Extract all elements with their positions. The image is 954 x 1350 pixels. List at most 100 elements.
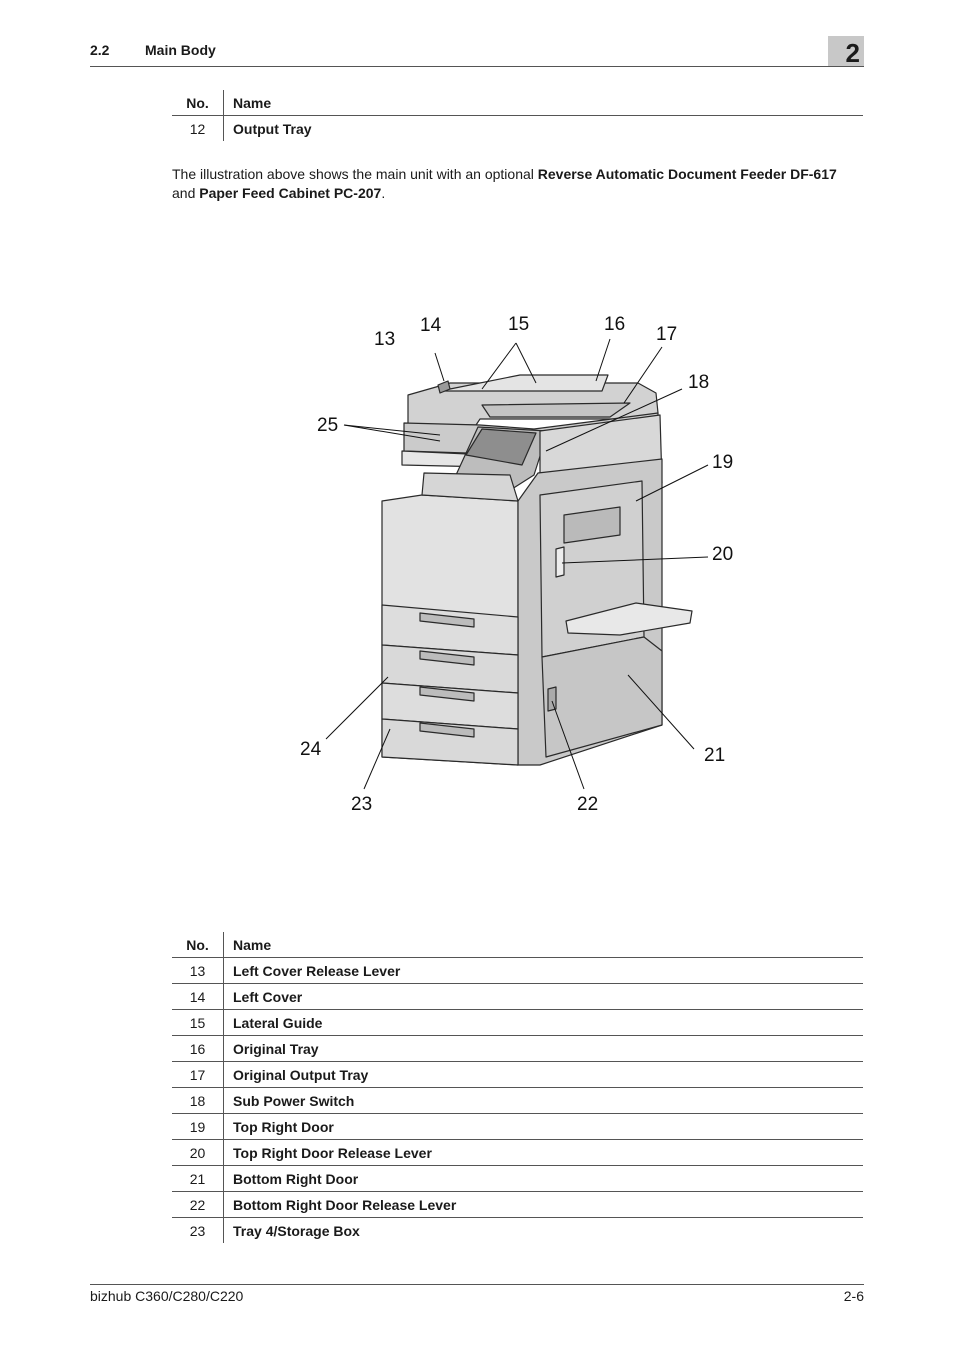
part-name: Left Cover Release Lever bbox=[223, 957, 863, 984]
part-name: Original Output Tray bbox=[223, 1061, 863, 1088]
part-name: Output Tray bbox=[233, 120, 312, 137]
leader-line bbox=[595, 338, 611, 382]
left-cover-release-lever bbox=[437, 380, 451, 394]
part-name: Lateral Guide bbox=[223, 1009, 863, 1036]
parts-table-1: No. Name 12 Output Tray bbox=[172, 90, 863, 141]
part-number: 22 bbox=[172, 1191, 224, 1218]
callout-23: 23 bbox=[351, 794, 372, 815]
chapter-badge: 2 bbox=[828, 36, 864, 68]
section-number: 2.2 bbox=[90, 42, 110, 58]
callout-22: 22 bbox=[577, 794, 598, 815]
leader-line bbox=[481, 342, 517, 390]
callout-16: 16 bbox=[604, 314, 625, 335]
leader-line bbox=[635, 464, 709, 502]
part-number: 14 bbox=[172, 983, 224, 1010]
callout-24: 24 bbox=[300, 739, 322, 760]
leader-line bbox=[363, 728, 391, 790]
part-number: 21 bbox=[172, 1165, 224, 1192]
leader-line bbox=[623, 346, 663, 404]
tray-4-storage-box bbox=[381, 718, 519, 766]
part-name: Original Tray bbox=[223, 1035, 863, 1062]
top-right-door-release-lever bbox=[555, 546, 565, 578]
original-output-tray bbox=[481, 402, 631, 418]
part-name: Top Right Door Release Lever bbox=[223, 1139, 863, 1166]
description-text: . bbox=[381, 185, 386, 201]
callout-18: 18 bbox=[688, 372, 709, 393]
original-tray bbox=[439, 374, 609, 392]
bottom-right-door bbox=[541, 636, 663, 758]
page-number: 2-6 bbox=[843, 1288, 864, 1304]
drawer-handle bbox=[419, 722, 475, 738]
leader-line bbox=[545, 388, 683, 452]
table-row: 12 Output Tray bbox=[172, 115, 863, 141]
page-header: 2.2 Main Body bbox=[90, 40, 864, 67]
part-number: 17 bbox=[172, 1061, 224, 1088]
part-number: 16 bbox=[172, 1035, 224, 1062]
leader-line bbox=[343, 424, 441, 436]
column-header-no: No. bbox=[172, 932, 224, 958]
product-model: bizhub C360/C280/C220 bbox=[90, 1288, 244, 1304]
leader-line bbox=[325, 676, 389, 740]
leader-line bbox=[434, 352, 445, 382]
part-number: 15 bbox=[172, 1009, 224, 1036]
leader-line bbox=[561, 556, 709, 564]
door-vent bbox=[563, 506, 621, 544]
part-name: Tray 4/Storage Box bbox=[233, 1222, 360, 1239]
part-name: Bottom Right Door Release Lever bbox=[223, 1191, 863, 1218]
part-number: 19 bbox=[172, 1113, 224, 1140]
callout-14: 14 bbox=[420, 315, 442, 336]
part-name: Bottom Right Door bbox=[223, 1165, 863, 1192]
bottom-right-door-release-lever bbox=[547, 686, 557, 712]
drawer-handle bbox=[419, 650, 475, 666]
drawer-handle bbox=[419, 686, 475, 702]
part-number: 20 bbox=[172, 1139, 224, 1166]
callout-20: 20 bbox=[712, 544, 733, 565]
drawer-handle bbox=[419, 612, 475, 628]
touch-panel bbox=[465, 428, 537, 466]
leader-line bbox=[515, 342, 537, 384]
column-header-name: Name bbox=[223, 90, 863, 116]
part-name: Left Cover bbox=[223, 983, 863, 1010]
bypass-tray bbox=[565, 602, 693, 636]
option-name-cabinet: Paper Feed Cabinet PC-207 bbox=[199, 185, 382, 201]
column-header-name: Name bbox=[223, 932, 863, 958]
part-name: Sub Power Switch bbox=[223, 1087, 863, 1114]
figure-description: The illustration above shows the main un… bbox=[172, 165, 872, 203]
section-title: Main Body bbox=[145, 42, 216, 58]
table-header-row: No. Name bbox=[172, 90, 863, 116]
table-header-row: No. Name bbox=[172, 932, 863, 958]
table-row: 23 Tray 4/Storage Box bbox=[172, 1217, 863, 1243]
copier-drawing: 13 14 15 16 17 18 19 20 21 22 23 24 25 bbox=[300, 314, 733, 815]
callout-25: 25 bbox=[317, 415, 338, 436]
callout-15: 15 bbox=[508, 314, 529, 335]
part-number: 18 bbox=[172, 1087, 224, 1114]
callout-17: 17 bbox=[656, 324, 677, 345]
option-name-feeder: Reverse Automatic Document Feeder DF-617 bbox=[537, 166, 837, 182]
part-number: 23 bbox=[172, 1217, 224, 1243]
part-number: 12 bbox=[172, 115, 224, 141]
description-text: The illustration above shows the main un… bbox=[172, 166, 538, 182]
leader-line bbox=[343, 424, 441, 442]
main-body-illustration: 13 14 15 16 17 18 19 20 21 22 23 24 25 bbox=[290, 305, 750, 825]
part-number: 13 bbox=[172, 957, 224, 984]
description-text: and bbox=[172, 185, 200, 201]
column-header-no: No. bbox=[172, 90, 224, 116]
leader-line bbox=[551, 700, 585, 790]
leader-line bbox=[627, 674, 695, 750]
callout-21: 21 bbox=[704, 745, 725, 766]
callout-13: 13 bbox=[374, 329, 395, 350]
part-name: Top Right Door bbox=[223, 1113, 863, 1140]
page-footer: bizhub C360/C280/C220 2-6 bbox=[90, 1284, 864, 1304]
callout-19: 19 bbox=[712, 452, 733, 473]
